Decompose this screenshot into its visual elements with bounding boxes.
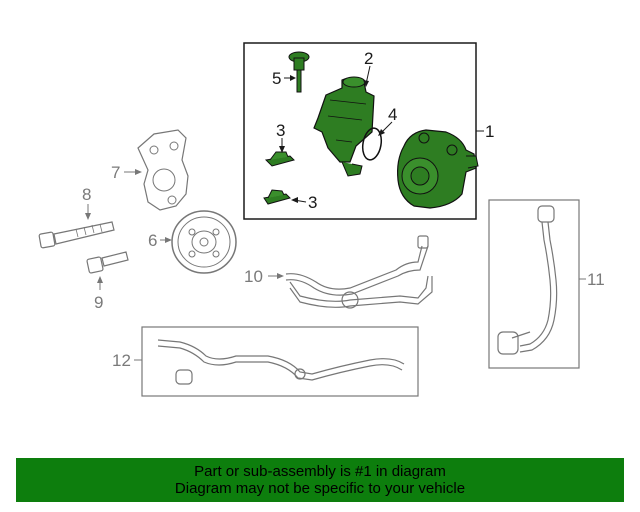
part-2-reservoir[interactable]: [313, 76, 375, 177]
arrow-4: [378, 129, 385, 136]
part-11-hose[interactable]: [497, 205, 558, 355]
arrow-3b: [291, 197, 298, 203]
arrow-7: [135, 169, 142, 175]
part-12-line[interactable]: [157, 339, 405, 385]
part-12-box: [141, 326, 419, 397]
part-3-clip-lower[interactable]: [263, 189, 291, 205]
part-9-bolt[interactable]: [86, 251, 129, 274]
part-3-clip-upper[interactable]: [264, 151, 295, 167]
callout-8: 8: [82, 185, 91, 204]
callout-1: 1: [485, 122, 494, 141]
callout-12: 12: [112, 351, 131, 370]
callout-5: 5: [272, 69, 281, 88]
banner-line-1: Part or sub-assembly is #1 in diagram: [194, 463, 446, 480]
part-4-oring[interactable]: [360, 127, 383, 162]
arrow-3a: [279, 146, 285, 153]
callout-2: 2: [364, 49, 373, 68]
part-7-bracket[interactable]: [137, 129, 189, 211]
callout-4: 4: [388, 105, 397, 124]
arrow-9: [97, 276, 103, 283]
callout-3-upper: 3: [276, 121, 285, 140]
callout-9: 9: [94, 293, 103, 312]
part-6-pulley[interactable]: [171, 210, 237, 274]
callout-10: 10: [244, 267, 263, 286]
arrow-6: [165, 237, 172, 243]
arrow-5: [290, 75, 296, 81]
arrow-2: [363, 80, 369, 87]
callout-7: 7: [111, 163, 120, 182]
banner-line-2: Diagram may not be specific to your vehi…: [174, 480, 466, 497]
part-5-cap[interactable]: [288, 51, 310, 93]
part-10-hose[interactable]: [285, 235, 433, 309]
part-8-bolt[interactable]: [38, 221, 115, 249]
callout-6: 6: [148, 231, 157, 250]
callout-3-lower: 3: [308, 193, 317, 212]
part-11-box: [488, 199, 580, 369]
part-1-pump[interactable]: [397, 129, 479, 209]
arrow-10: [277, 273, 284, 279]
info-banner: Part or sub-assembly is #1 in diagram Di…: [16, 458, 624, 502]
callout-11: 11: [587, 270, 605, 289]
arrow-8: [85, 213, 91, 220]
